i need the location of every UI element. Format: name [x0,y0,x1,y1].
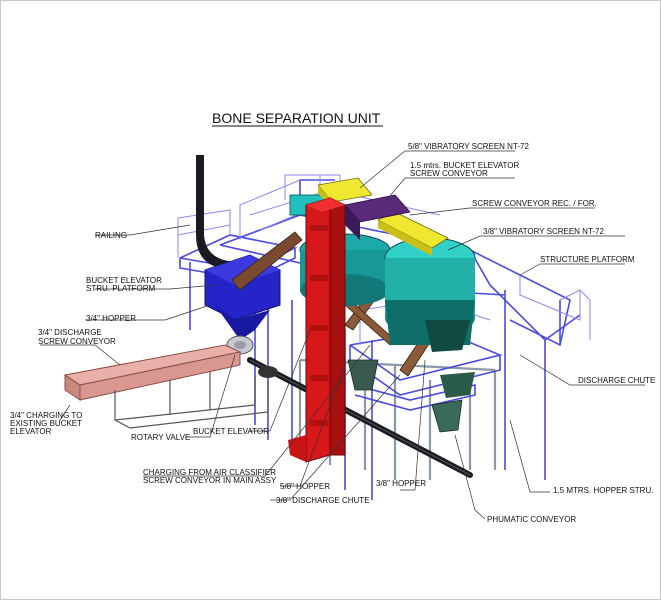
label-rotary-valve: ROTARY VALVE [131,433,190,442]
label-bucket-elevator-stru-line2: STRU. PLATFORM [86,284,156,293]
label-discharge-chute: DISCHARGE CHUTE [578,376,655,385]
bucket-elevator-top-chute [196,155,240,270]
three-quarter-discharge-screw-conveyor [63,344,269,429]
label-structure-platform: STRUCTURE PLATFORM [540,255,635,264]
label-charging-34-line3: ELEVATOR [10,427,52,436]
label-hopper-58: 5/8" HOPPER [280,482,330,491]
label-hopper-34: 3/4" HOPPER [86,314,136,323]
label-vibratory-screen-58: 5/8" VIBRATORY SCREEN NT-72 [408,142,530,151]
drawing-title: BONE SEPARATION UNIT [212,110,381,126]
leader-lines [40,150,645,520]
label-charging-34-line2: EXISTING BUCKET [10,419,82,428]
label-hopper-stru: 1.5 MTRS. HOPPER STRU. [553,486,653,495]
label-railing: RAILING [95,231,127,240]
label-charging-air-line2: SCREW CONVEYOR IN MAIN ASSY [143,476,277,485]
label-screw-conveyor-rec-for: SCREW CONVEYOR REC. / FOR. [472,199,597,208]
label-bucket-elevator-15-line1: 1.5 mtrs. BUCKET ELEVATOR [410,161,519,170]
label-phumatic-conveyor: PHUMATIC CONVEYOR [487,515,576,524]
label-hopper-38: 3/8" HOPPER [376,479,426,488]
label-discharge-34-line2: SCREW CONVEYOR [38,337,116,346]
screw-conveyor-rec-for [344,194,411,240]
label-bucket-elevator-15-line2: SCREW CONVEYOR [410,169,488,178]
top-screw-conveyors [317,177,449,256]
label-discharge-34-line1: 3/4" DISCHARGE [38,328,102,337]
label-vibratory-screen-38: 3/8" VIBRATORY SCREEN NT-72 [483,227,605,236]
label-charging-air-line1: CHARGING FROM AIR CLASSIFIER [143,468,276,477]
lower-hoppers [347,320,475,433]
label-bucket-elevator: BUCKET ELEVATOR [193,427,269,436]
label-discharge-chute-38: 3/8" DISCHARGE CHUTE [276,496,370,505]
bucket-elevator-tower [288,197,346,463]
pneumatic-conveyor [247,357,473,478]
label-bucket-elevator-stru-line1: BUCKET ELEVATOR [86,276,162,285]
label-charging-34-line1: 3/4" CHARGING TO [10,411,82,420]
